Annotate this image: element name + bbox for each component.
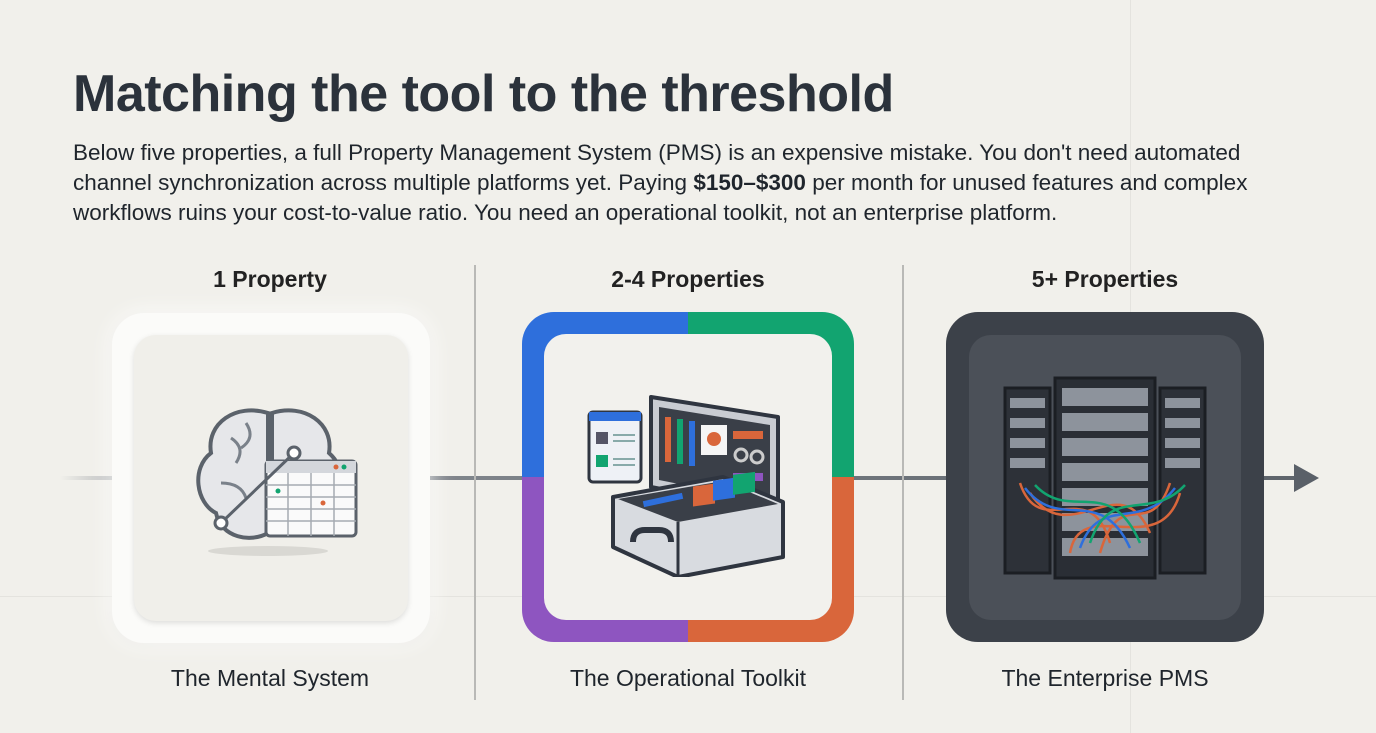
tier-card-inner [134,335,408,621]
page-title: Matching the tool to the threshold [73,65,894,123]
intro-paragraph: Below five properties, a full Property M… [73,140,1248,225]
arrow-head-icon [1294,464,1319,492]
column-divider [474,265,476,700]
tier-heading: 1 Property [213,266,327,292]
server-rack-icon [1003,376,1207,579]
toolbox-icon [587,395,785,577]
column-divider [902,265,904,700]
tier-label: The Mental System [170,665,370,691]
tier-card-inner [544,334,832,620]
brain-spreadsheet-icon [196,408,358,556]
tier-heading: 2-4 Properties [611,266,765,292]
tier-heading: 5+ Properties [1031,266,1179,292]
tier-label: The Enterprise PMS [1001,665,1209,691]
price-range: $150–$300 [693,170,806,195]
tier-card-inner [969,335,1241,620]
tier-label: The Operational Toolkit [569,665,807,691]
